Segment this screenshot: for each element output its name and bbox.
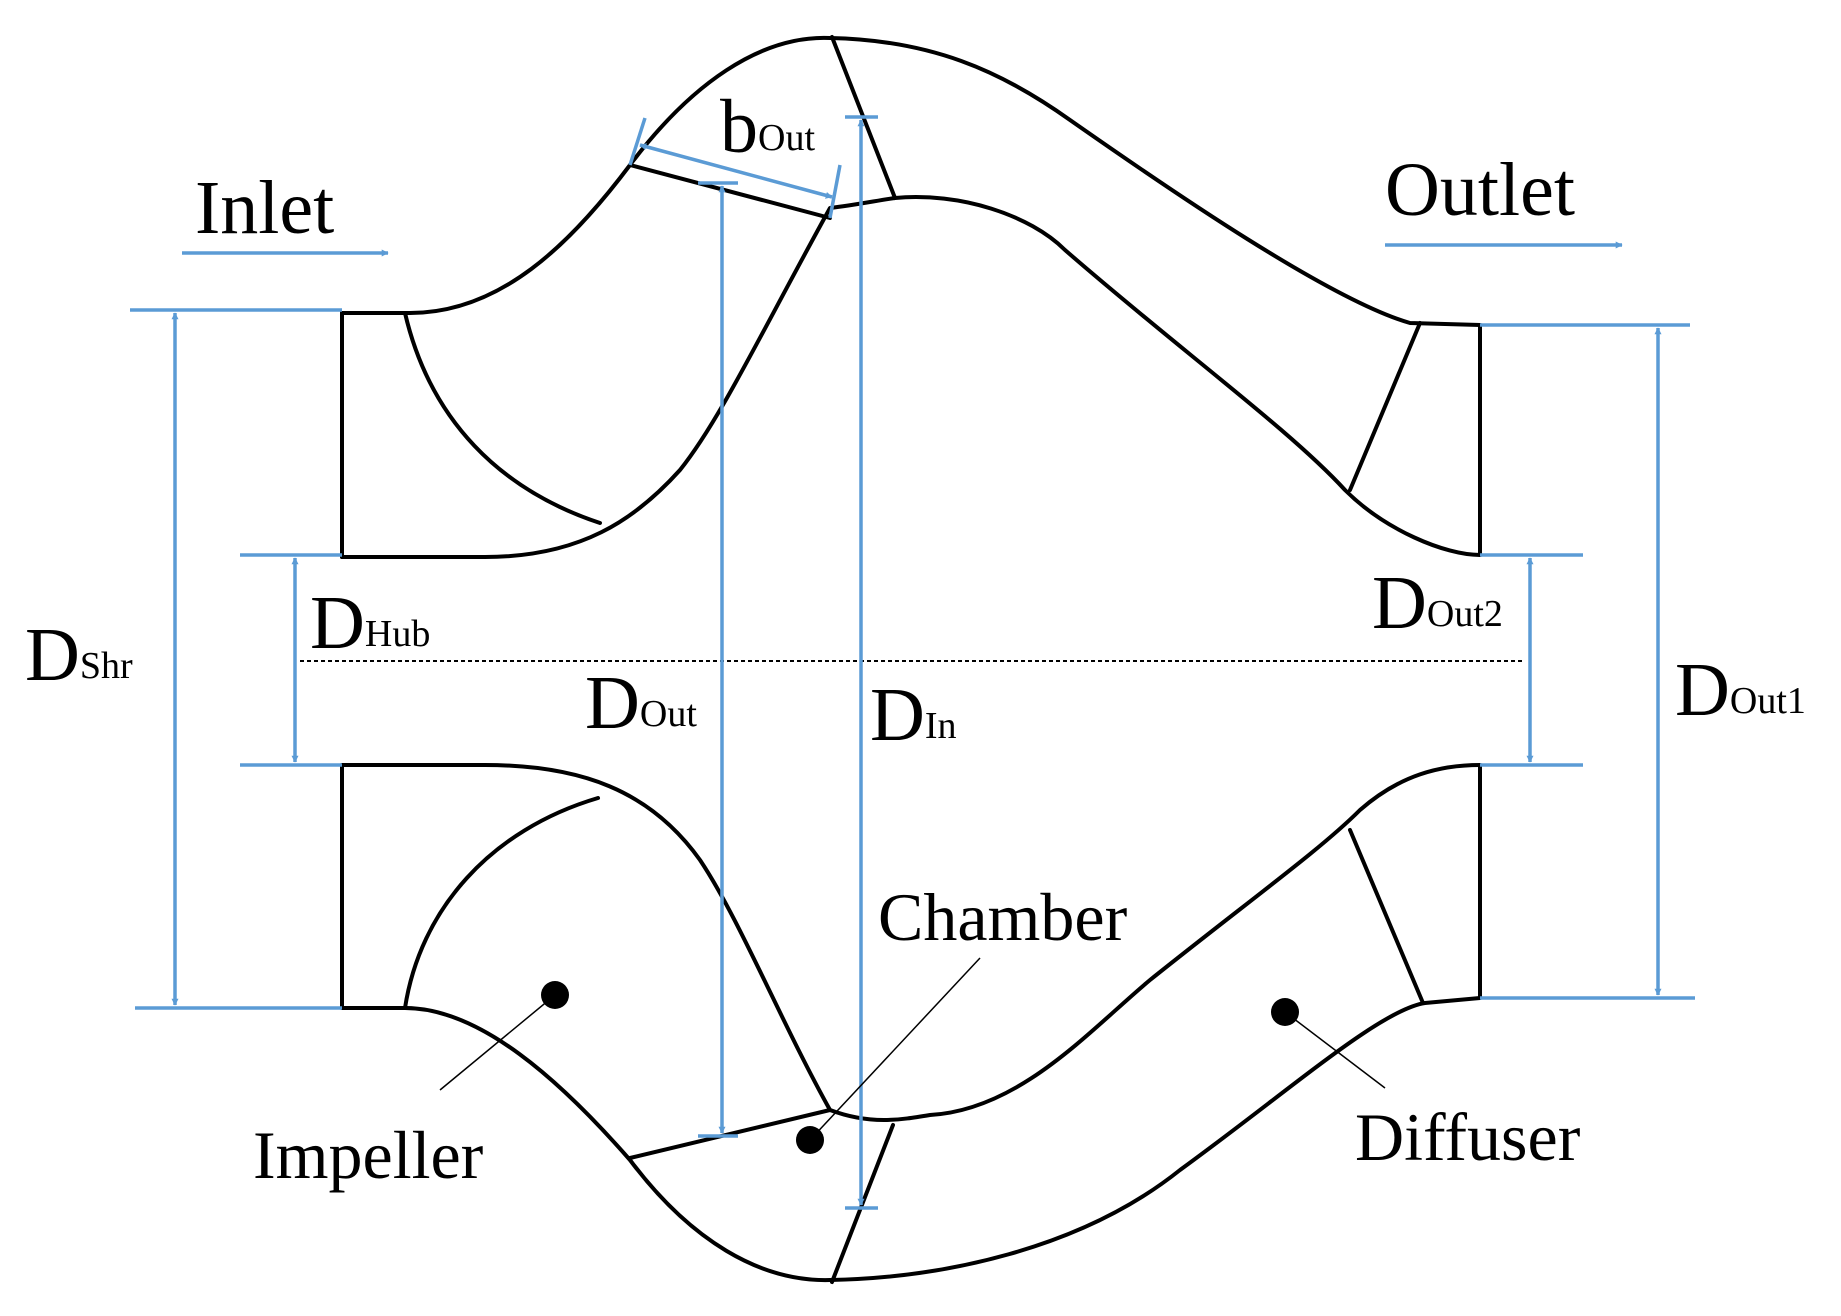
diffuser-label: Diffuser bbox=[1355, 1099, 1581, 1175]
upper-hub-line bbox=[340, 195, 1482, 559]
lower-hub-line bbox=[340, 763, 1482, 1122]
chamber-label: Chamber bbox=[878, 879, 1128, 955]
ext-bout-right bbox=[828, 164, 842, 219]
d-hub-label: DHub bbox=[310, 581, 430, 665]
d-out1-label: DOut1 bbox=[1675, 648, 1806, 732]
inlet-label: Inlet bbox=[195, 166, 334, 250]
upper-diffuser-trailing-edge bbox=[1348, 321, 1422, 492]
impeller-leader-line bbox=[439, 994, 556, 1091]
upper-impeller-leading-edge bbox=[403, 311, 602, 525]
b-out-label: bOut bbox=[720, 85, 815, 169]
upper-shroud-line bbox=[340, 35, 1482, 327]
upper-passage bbox=[340, 35, 1482, 559]
d-out-label: DOut bbox=[585, 661, 697, 745]
dimension-lines bbox=[130, 115, 1695, 1210]
lower-diffuser-trailing-edge bbox=[1348, 828, 1425, 1005]
diffuser-leader-line bbox=[1284, 1011, 1386, 1089]
d-out2-label: DOut2 bbox=[1372, 561, 1503, 645]
upper-impeller-trailing-edge bbox=[628, 163, 832, 220]
lower-passage bbox=[340, 763, 1482, 1284]
lower-impeller-leading-edge bbox=[403, 796, 600, 1010]
dim-b-out-line bbox=[639, 143, 833, 199]
impeller-label: Impeller bbox=[253, 1117, 484, 1193]
ext-bout-left bbox=[628, 117, 647, 166]
d-in-label: DIn bbox=[870, 673, 957, 757]
lower-impeller-trailing-edge bbox=[628, 1108, 832, 1160]
component-markers bbox=[439, 957, 1386, 1154]
lower-shroud-line bbox=[340, 996, 1482, 1283]
chamber-leader-line bbox=[809, 957, 981, 1141]
outlet-label: Outlet bbox=[1385, 148, 1575, 232]
d-shr-label: DShr bbox=[25, 613, 133, 697]
